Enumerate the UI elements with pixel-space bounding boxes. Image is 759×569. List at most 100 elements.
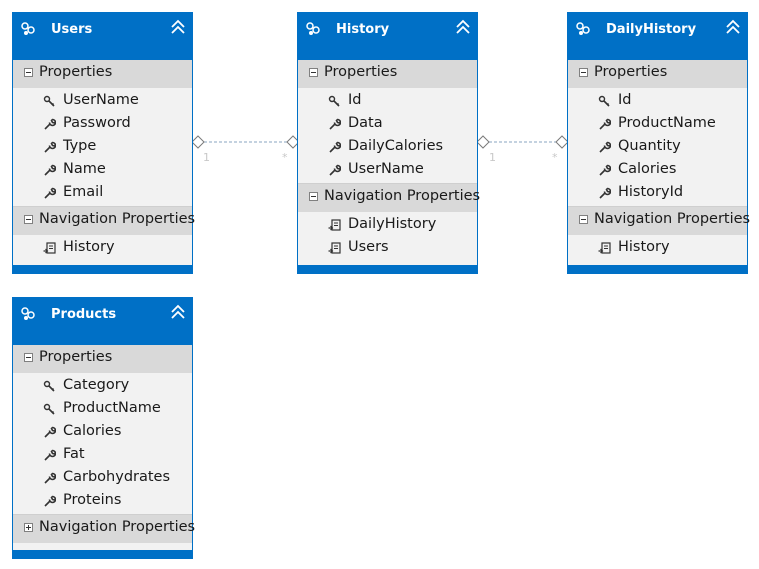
collapse-chevron-icon[interactable] — [455, 19, 471, 35]
collapse-chevron-icon[interactable] — [170, 19, 186, 35]
property-item[interactable]: Type — [13, 136, 192, 159]
wrench-icon — [329, 164, 341, 176]
navigation-property-icon — [328, 242, 341, 254]
entity-icon — [21, 22, 35, 35]
navigation-list: History — [13, 235, 192, 261]
entity-icon — [21, 307, 35, 320]
collapse-toggle-icon[interactable] — [579, 215, 588, 224]
property-item[interactable]: Carbohydrates — [13, 467, 192, 490]
navigation-property-icon — [43, 242, 56, 254]
navigation-item[interactable]: DailyHistory — [298, 214, 477, 237]
collapse-chevron-icon[interactable] — [170, 304, 186, 320]
key-property-icon — [598, 95, 610, 107]
navigation-name: Users — [348, 239, 389, 255]
section-label: Navigation Properties — [39, 519, 196, 535]
wrench-icon — [329, 141, 341, 153]
property-item[interactable]: Id — [568, 90, 747, 113]
wrench-icon — [44, 472, 56, 484]
collapse-toggle-icon[interactable] — [24, 353, 33, 362]
expand-toggle-icon[interactable] — [24, 523, 33, 532]
navigation-item[interactable]: History — [13, 237, 192, 260]
property-name: Id — [618, 92, 632, 108]
multiplicity-label: * — [282, 151, 288, 164]
property-list: Category ProductName Calories Fat Carboh… — [13, 373, 192, 515]
property-name: Password — [63, 115, 131, 131]
entity-users[interactable]: Users Properties UserName Password Type … — [12, 12, 196, 274]
property-item[interactable]: Name — [13, 159, 192, 182]
entity-header[interactable]: DailyHistory — [568, 13, 747, 60]
entity-header[interactable]: Products — [13, 298, 192, 345]
property-name: Carbohydrates — [63, 469, 171, 485]
property-name: Id — [348, 92, 362, 108]
entity-icon — [306, 22, 320, 35]
property-item[interactable]: Proteins — [13, 490, 192, 513]
entity-history[interactable]: History Properties Id Data DailyCalories… — [297, 12, 481, 274]
collapse-toggle-icon[interactable] — [309, 192, 318, 201]
association-history-dailyhistory: 1 * — [476, 135, 569, 164]
property-item[interactable]: UserName — [13, 90, 192, 113]
navigation-item[interactable]: History — [568, 237, 747, 260]
collapse-chevron-icon[interactable] — [725, 19, 741, 35]
property-item[interactable]: Data — [298, 113, 477, 136]
property-name: Calories — [618, 161, 677, 177]
wrench-icon — [44, 495, 56, 507]
wrench-icon — [599, 118, 611, 130]
collapse-toggle-icon[interactable] — [309, 68, 318, 77]
collapse-toggle-icon[interactable] — [24, 215, 33, 224]
multiplicity-label: * — [552, 151, 558, 164]
property-item[interactable]: Id — [298, 90, 477, 113]
collapse-toggle-icon[interactable] — [579, 68, 588, 77]
wrench-icon — [44, 426, 56, 438]
association-users-history: 1 * — [191, 135, 300, 164]
property-name: ProductName — [63, 400, 161, 416]
property-item[interactable]: Email — [13, 182, 192, 205]
navigation-section-header[interactable]: Navigation Properties — [298, 184, 481, 212]
entity-header[interactable]: Users — [13, 13, 192, 60]
collapse-toggle-icon[interactable] — [24, 68, 33, 77]
section-label: Properties — [39, 349, 113, 365]
entity-title: History — [336, 22, 390, 37]
property-item[interactable]: Fat — [13, 444, 192, 467]
navigation-list: History — [568, 235, 747, 261]
property-name: Fat — [63, 446, 85, 462]
properties-section-header[interactable]: Properties — [568, 60, 747, 88]
entity-title: Products — [51, 307, 117, 322]
property-item[interactable]: Calories — [13, 421, 192, 444]
properties-section-header[interactable]: Properties — [13, 60, 192, 88]
property-name: Email — [63, 184, 104, 200]
section-label: Properties — [324, 64, 398, 80]
property-item[interactable]: ProductName — [568, 113, 747, 136]
entity-products[interactable]: Products Properties Category ProductName… — [12, 297, 196, 559]
property-item[interactable]: UserName — [298, 159, 477, 182]
properties-section-header[interactable]: Properties — [13, 345, 192, 373]
property-item[interactable]: Calories — [568, 159, 747, 182]
navigation-section-header[interactable]: Navigation Properties — [568, 207, 751, 235]
entity-header[interactable]: History — [298, 13, 477, 60]
property-item[interactable]: Password — [13, 113, 192, 136]
wrench-icon — [599, 141, 611, 153]
navigation-item[interactable]: Users — [298, 237, 477, 260]
property-item[interactable]: DailyCalories — [298, 136, 477, 159]
navigation-property-icon — [598, 242, 611, 254]
property-list: Id Data DailyCalories UserName — [298, 88, 477, 184]
property-name: UserName — [348, 161, 424, 177]
property-item[interactable]: HistoryId — [568, 182, 747, 205]
navigation-name: DailyHistory — [348, 216, 437, 232]
navigation-section-header[interactable]: Navigation Properties — [13, 515, 196, 543]
section-label: Navigation Properties — [324, 188, 481, 204]
property-item[interactable]: Category — [13, 375, 192, 398]
wrench-icon — [44, 187, 56, 199]
entity-dailyhistory[interactable]: DailyHistory Properties Id ProductName Q… — [567, 12, 751, 274]
section-label: Navigation Properties — [594, 211, 751, 227]
wrench-icon — [44, 141, 56, 153]
property-list: UserName Password Type Name Email — [13, 88, 192, 207]
property-item[interactable]: ProductName — [13, 398, 192, 421]
section-label: Navigation Properties — [39, 211, 196, 227]
property-item[interactable]: Quantity — [568, 136, 747, 159]
entity-title: Users — [51, 22, 93, 37]
multiplicity-label: 1 — [489, 151, 496, 164]
navigation-name: History — [63, 239, 115, 255]
property-name: Calories — [63, 423, 122, 439]
properties-section-header[interactable]: Properties — [298, 60, 477, 88]
navigation-section-header[interactable]: Navigation Properties — [13, 207, 196, 235]
